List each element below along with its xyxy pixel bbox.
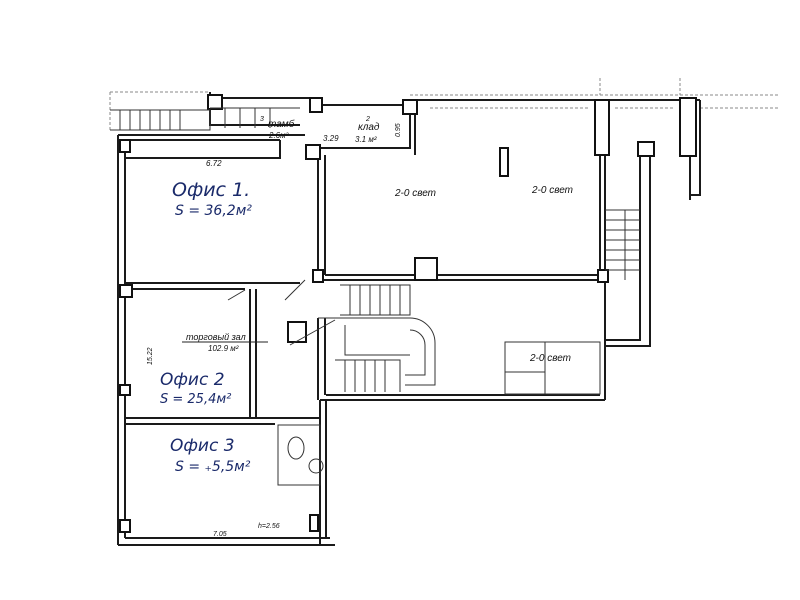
hall-length: 15.22 (147, 347, 154, 365)
vestibule-number: 3 (260, 116, 264, 123)
vestibule-name: тамб (268, 118, 295, 130)
exterior-dashed-lines (109, 78, 780, 130)
storage-depth: 0.95 (395, 123, 402, 137)
trading-hall-area: 102.9 м² (208, 344, 239, 353)
ceiling-height: h=2.56 (258, 523, 280, 530)
office1-width: 6.72 (206, 159, 222, 168)
trading-hall-name: торговый зал (186, 332, 246, 342)
light-well-label-3: 2-0 свет (529, 353, 571, 364)
light-well-label-1: 2-0 свет (394, 188, 436, 199)
columns (119, 94, 697, 533)
service-rooms (227, 279, 601, 486)
office3-area: S = ₊5,5м² (175, 459, 251, 475)
office1-name: Офис 1. (172, 179, 250, 201)
stairs (110, 107, 640, 392)
office1-area: S = 36,2м² (175, 203, 252, 219)
storage-name: клад (358, 122, 380, 133)
office3-name: Офис 3 (170, 436, 235, 456)
light-well-label-2: 2-0 свет (531, 185, 573, 196)
office2-name: Офис 2 (160, 370, 225, 390)
storage-area: 3.1 м² (355, 135, 377, 144)
office3-width: 7.05 (213, 531, 227, 538)
office2-area: S = 25,4м² (160, 392, 231, 407)
storage-length: 3.29 (323, 134, 339, 143)
vestibule-area: 2.6м² (268, 131, 289, 140)
storage-number: 2 (365, 116, 370, 123)
